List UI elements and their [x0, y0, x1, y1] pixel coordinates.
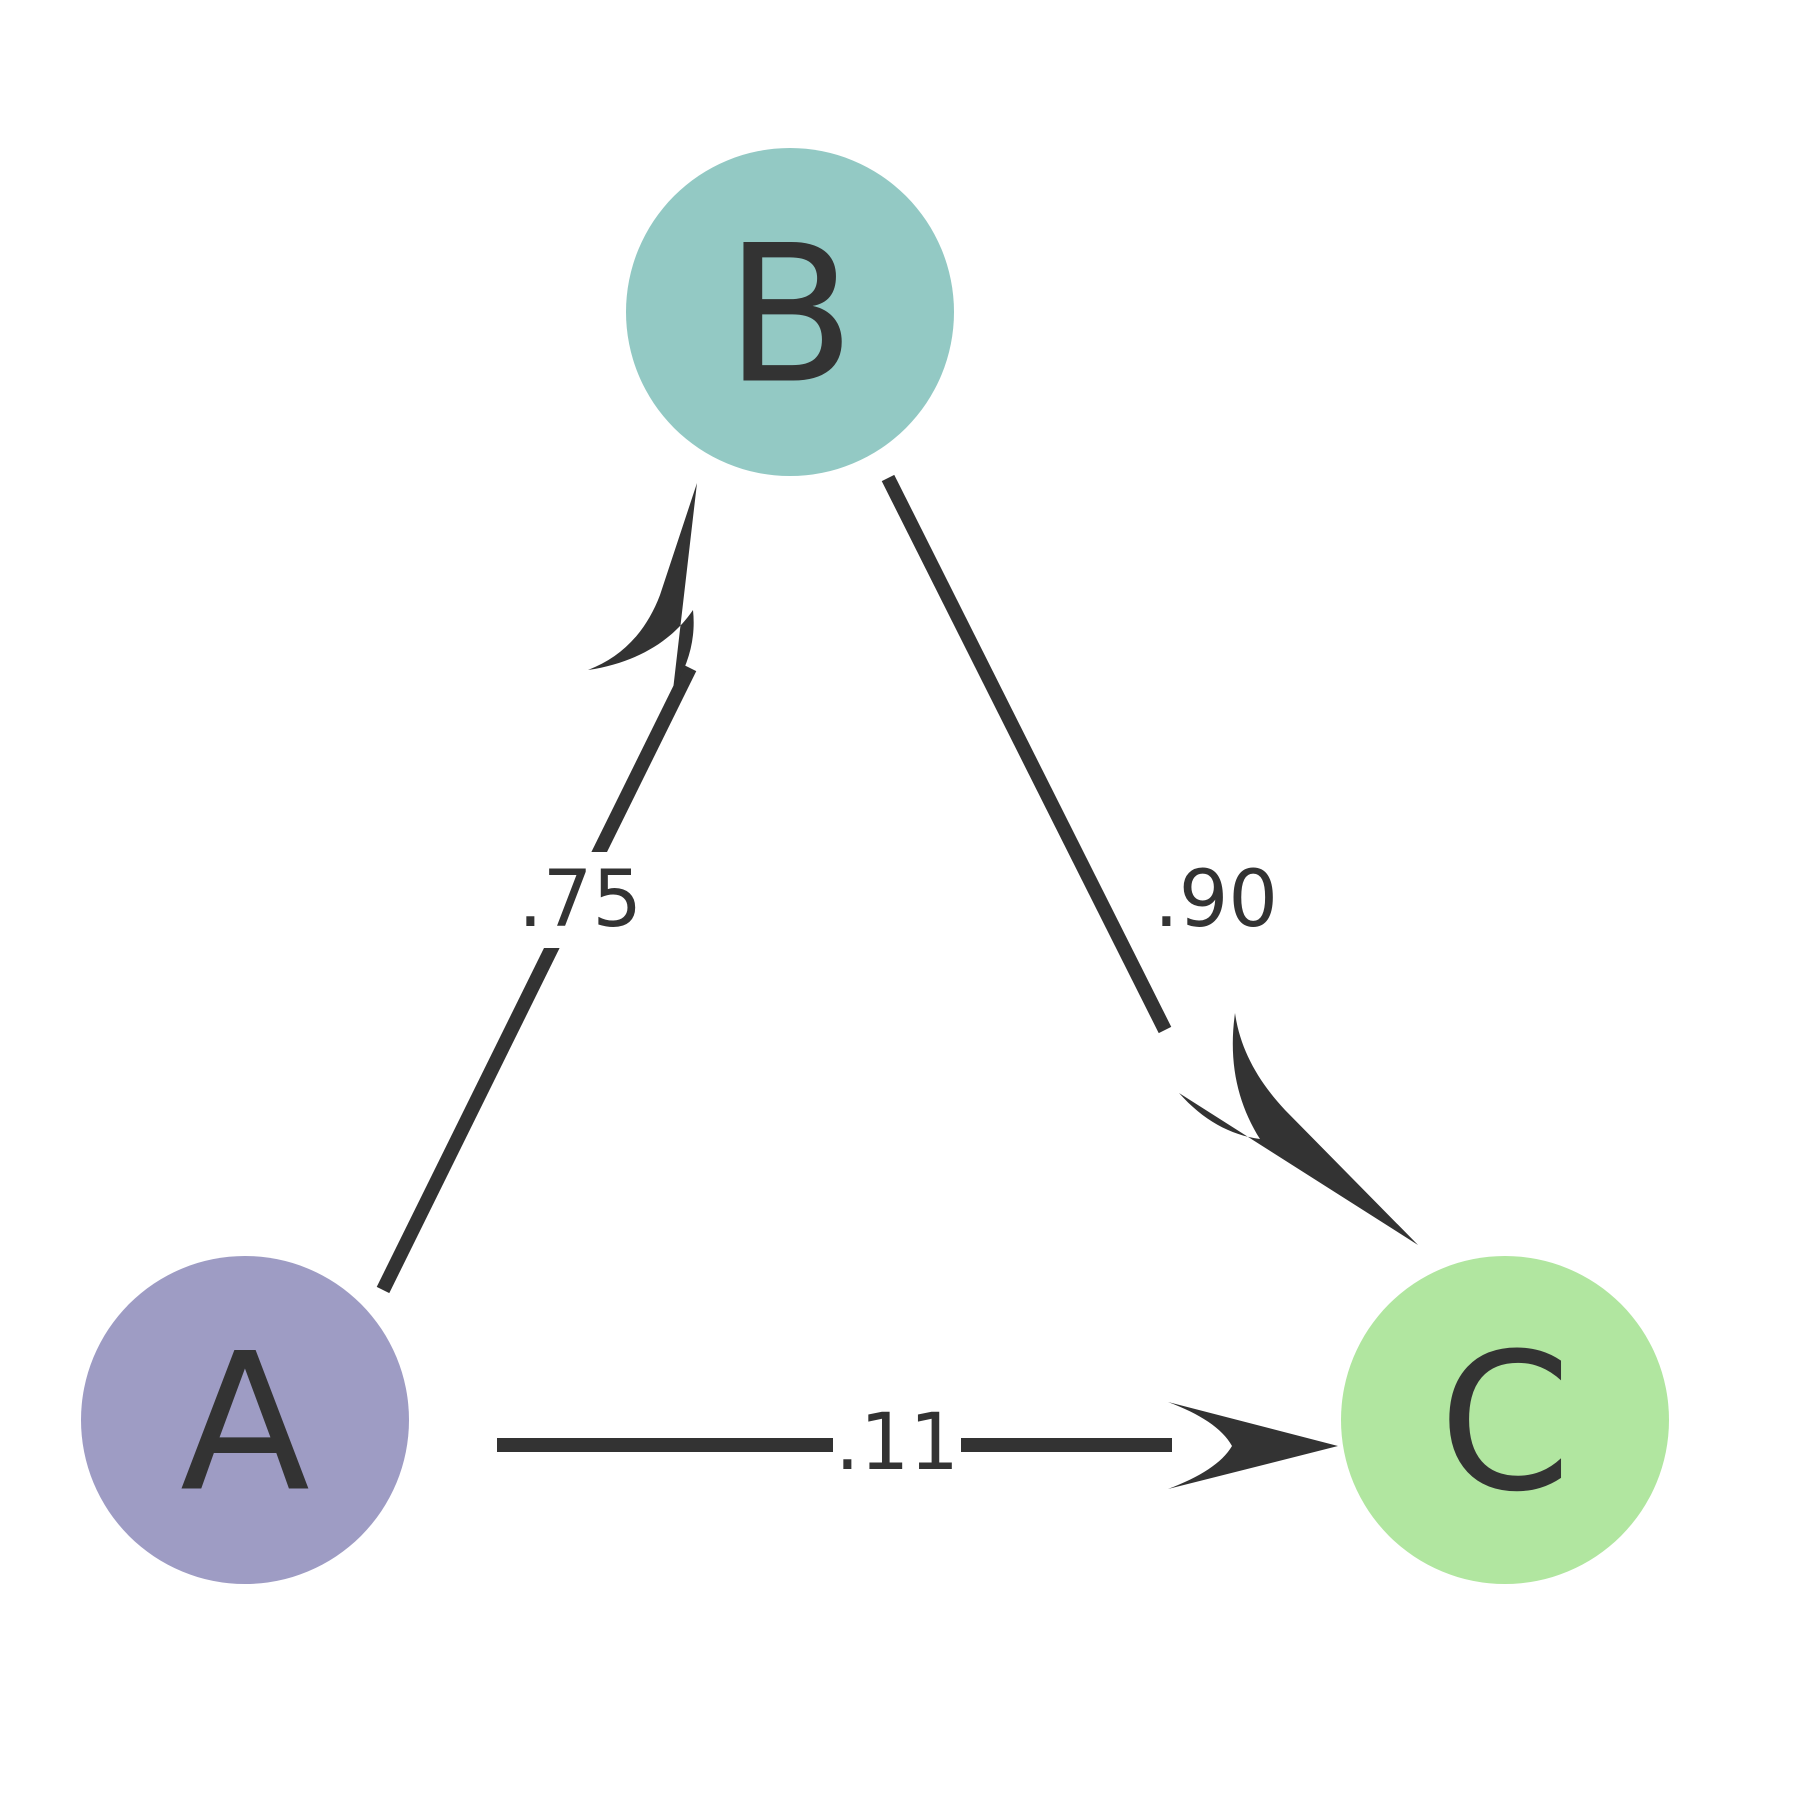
- edge-label-b-to-c-group: .90: [1152, 852, 1280, 948]
- edge-a-to-b-arrowhead: [588, 483, 697, 690]
- edge-label-a-to-b-group: .75: [516, 852, 644, 948]
- edge-a-to-b-line: [376, 664, 697, 1294]
- edge-b-to-c-arrowhead: [1179, 1013, 1418, 1245]
- node-c[interactable]: C: [1341, 1256, 1669, 1584]
- edge-label-b-to-c-backdrop: [1152, 852, 1280, 948]
- edge-a-to-c-arrowhead: [1168, 1402, 1338, 1489]
- edge-b-to-c[interactable]: [881, 474, 1418, 1245]
- edge-label-a-to-c-group: .11: [833, 1396, 961, 1492]
- edge-a-to-b[interactable]: [376, 483, 697, 1294]
- node-b[interactable]: B: [626, 148, 954, 476]
- edge-b-to-c-line: [881, 474, 1172, 1034]
- node-a[interactable]: A: [81, 1256, 409, 1584]
- node-c-circle[interactable]: [1341, 1256, 1669, 1584]
- edge-label-b-to-c: .90: [1154, 855, 1278, 945]
- edge-label-a-to-c-backdrop: [833, 1396, 961, 1492]
- edge-label-a-to-b: .75: [518, 855, 642, 945]
- node-c-label: C: [1439, 1313, 1572, 1534]
- edge-label-a-to-b-backdrop: [516, 852, 644, 948]
- node-b-circle[interactable]: [626, 148, 954, 476]
- edge-label-a-to-c: .11: [835, 1398, 959, 1488]
- node-b-label: B: [725, 205, 855, 426]
- node-a-label: A: [180, 1313, 310, 1534]
- node-a-circle[interactable]: [81, 1256, 409, 1584]
